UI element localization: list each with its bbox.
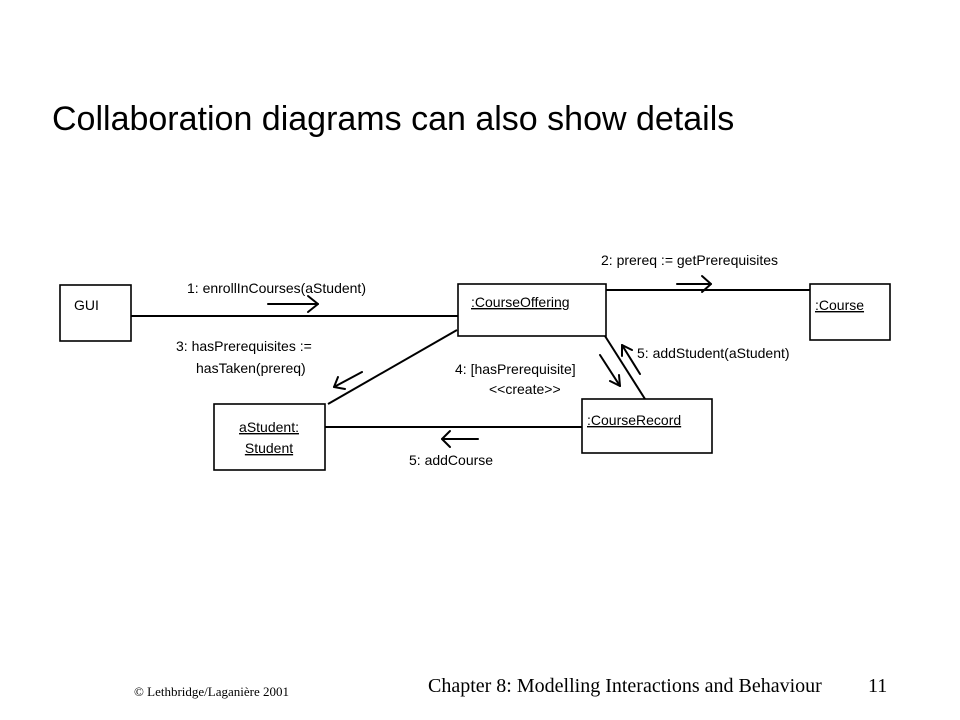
object-course-offering: :CourseOffering [457, 283, 607, 337]
message-5-add-course-label: 5: addCourse [409, 452, 493, 468]
arrow-hasprerequisites-downleft-icon [333, 371, 363, 390]
object-gui-label: GUI [74, 297, 99, 313]
arrow-prereq-right-icon [676, 275, 712, 293]
message-2-label: 2: prereq := getPrerequisites [601, 252, 778, 268]
object-gui: GUI [59, 284, 132, 342]
object-course-record: :CourseRecord [581, 398, 713, 454]
arrow-enroll-right-icon [267, 295, 319, 313]
object-a-student-label-1: aStudent: [239, 419, 299, 435]
footer-copyright: © Lethbridge/Laganière 2001 [134, 684, 289, 699]
object-a-student-label-2: Student [245, 440, 293, 456]
message-3-label-1: 3: hasPrerequisites := [176, 338, 312, 354]
footer-chapter: Chapter 8: Modelling Interactions and Be… [428, 675, 822, 697]
object-course-label: :Course [815, 297, 864, 313]
message-1-label: 1: enrollInCourses(aStudent) [187, 280, 366, 296]
link-courseoffering-courserecord [604, 335, 646, 400]
message-4-label-2: <<create>> [489, 381, 561, 397]
arrow-create-downright-icon [599, 354, 621, 387]
slide-title: Collaboration diagrams can also show det… [52, 100, 735, 138]
footer-page-number: 11 [868, 675, 888, 697]
message-3-label-2: hasTaken(prereq) [196, 360, 306, 376]
object-course: :Course [809, 283, 891, 341]
object-course-record-label: :CourseRecord [587, 412, 681, 428]
object-a-student: aStudent: Student [213, 403, 326, 471]
message-4-label-1: 4: [hasPrerequisite] [455, 361, 576, 377]
message-5-add-student-label: 5: addStudent(aStudent) [637, 345, 790, 361]
arrow-addcourse-left-icon [441, 430, 479, 448]
link-courseoffering-astudent [327, 329, 458, 405]
arrow-addstudent-upleft-icon [621, 344, 641, 375]
object-course-offering-label: :CourseOffering [471, 294, 570, 310]
